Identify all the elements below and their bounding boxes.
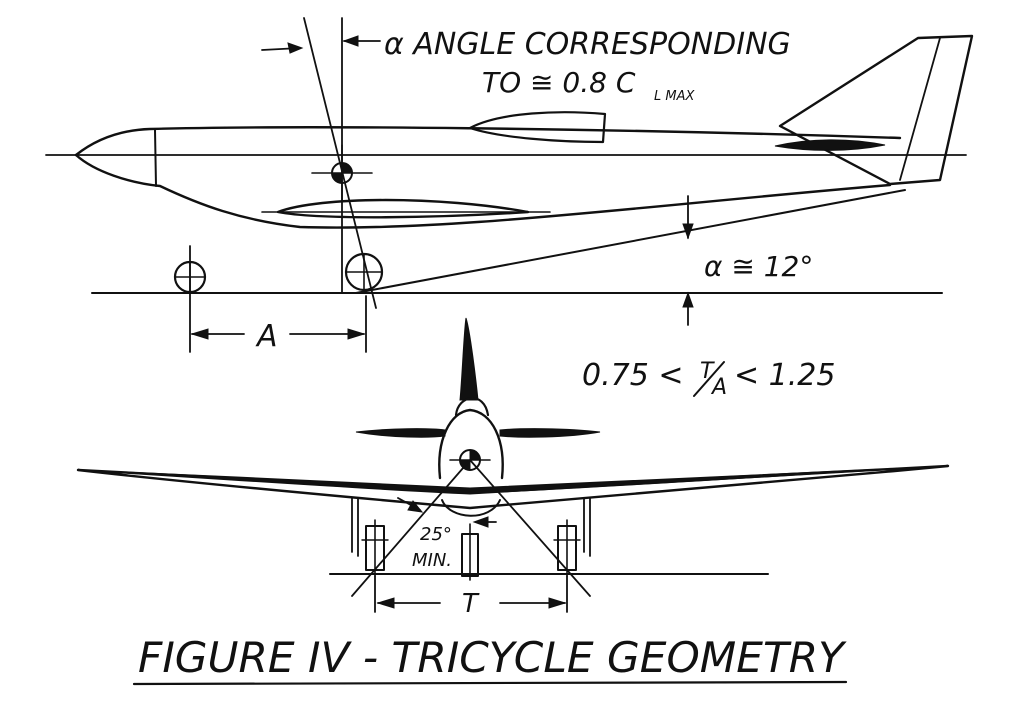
- track-dimension: [374, 575, 568, 613]
- ratio-fraction-bar: [693, 361, 725, 397]
- wheelbase-label: A: [255, 319, 278, 354]
- wheelbase-dimension: [189, 245, 367, 353]
- ratio-denominator: A: [710, 375, 727, 400]
- canopy: [468, 111, 607, 144]
- fuselage-outline: [74, 126, 902, 157]
- front-vertical-tail: [459, 317, 479, 401]
- front-horizontal-tail-right: [499, 428, 601, 438]
- front-canopy: [454, 397, 490, 417]
- tail-down-line: [355, 189, 906, 294]
- alpha-angle-arrows: [261, 35, 381, 54]
- rudder-line: [899, 37, 941, 181]
- min-angle-label: 25°: [420, 524, 452, 545]
- attitude-label: α ≅ 12°: [704, 250, 813, 283]
- vertical-tail: [778, 34, 974, 186]
- ratio-right: < 1.25: [734, 358, 835, 393]
- overturn-line-right: [469, 459, 591, 597]
- nose-gear-front: [461, 523, 479, 581]
- attitude-dimension-arrows: [682, 195, 694, 326]
- front-fuselage: [438, 408, 504, 480]
- front-view: [76, 317, 950, 613]
- min-word-label: MIN.: [412, 550, 452, 571]
- title-underline: [132, 680, 848, 686]
- cg-main-gear-line: [303, 17, 377, 309]
- front-wing-fill: [77, 465, 949, 495]
- side-view: [45, 17, 974, 353]
- horizontal-tail: [774, 139, 886, 151]
- front-horizontal-tail: [355, 428, 446, 438]
- overturn-line-left: [351, 459, 471, 597]
- alpha-note-line1: α ANGLE CORRESPONDING: [384, 27, 791, 62]
- min-angle-arrows: [397, 497, 497, 528]
- right-main-gear-front: [553, 497, 591, 577]
- fuselage-belly: [74, 153, 892, 229]
- front-belly: [441, 499, 501, 517]
- nose-section-line: [154, 129, 157, 187]
- ratio-left: 0.75 <: [582, 358, 683, 393]
- wing-section: [276, 198, 530, 219]
- cl-max-subscript: L MAX: [654, 89, 695, 104]
- alpha-note-line2: TO ≅ 0.8 C: [482, 66, 636, 99]
- figure-title: FIGURE IV - TRICYCLE GEOMETRY: [138, 633, 847, 682]
- main-wheel-side: [344, 252, 384, 292]
- left-main-gear-front: [351, 497, 389, 577]
- track-label: T: [462, 589, 480, 619]
